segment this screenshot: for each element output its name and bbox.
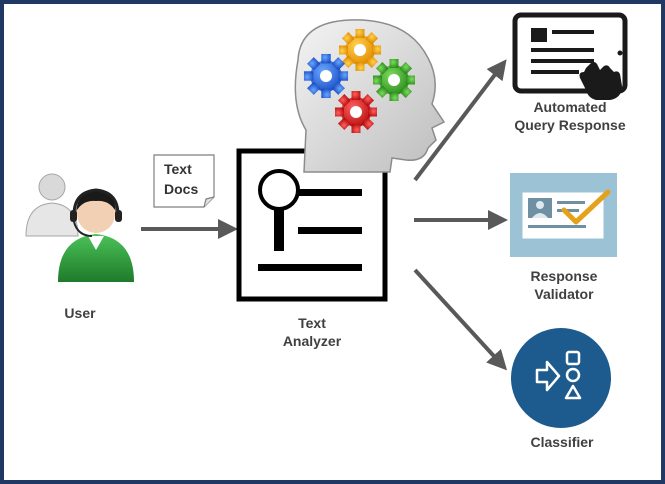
text-analyzer-line2: Analyzer [282, 333, 342, 349]
text-analyzer-line1: Text [298, 315, 326, 331]
brain-gears-icon [294, 19, 446, 173]
text-docs-line2: Docs [164, 181, 199, 197]
query-response-line1: Automated [533, 99, 607, 115]
query-response-line2: Query Response [514, 117, 626, 133]
classifier-label: Classifier [504, 433, 620, 451]
magnifier-document-icon [236, 148, 388, 302]
arrow-analyzer-to-classifier [413, 268, 508, 371]
arrow-analyzer-to-query-response [413, 59, 507, 182]
query-response-label: Automated Query Response [495, 98, 645, 134]
text-analyzer-label: Text Analyzer [262, 314, 362, 350]
classifier-shapes-icon [511, 328, 611, 428]
user-label: User [40, 304, 120, 322]
classifier-label-text: Classifier [530, 434, 594, 450]
text-docs-note [153, 154, 215, 208]
user-headset-icon [25, 173, 134, 282]
user-label-text: User [64, 305, 96, 321]
response-validator-label: Response Validator [504, 267, 624, 303]
response-validator-line2: Validator [534, 286, 594, 302]
tablet-touch-icon [512, 12, 628, 100]
text-docs-label: Text Docs [154, 155, 214, 207]
id-card-check-icon [510, 173, 617, 257]
response-validator-line1: Response [530, 268, 598, 284]
text-docs-line1: Text [164, 161, 192, 177]
